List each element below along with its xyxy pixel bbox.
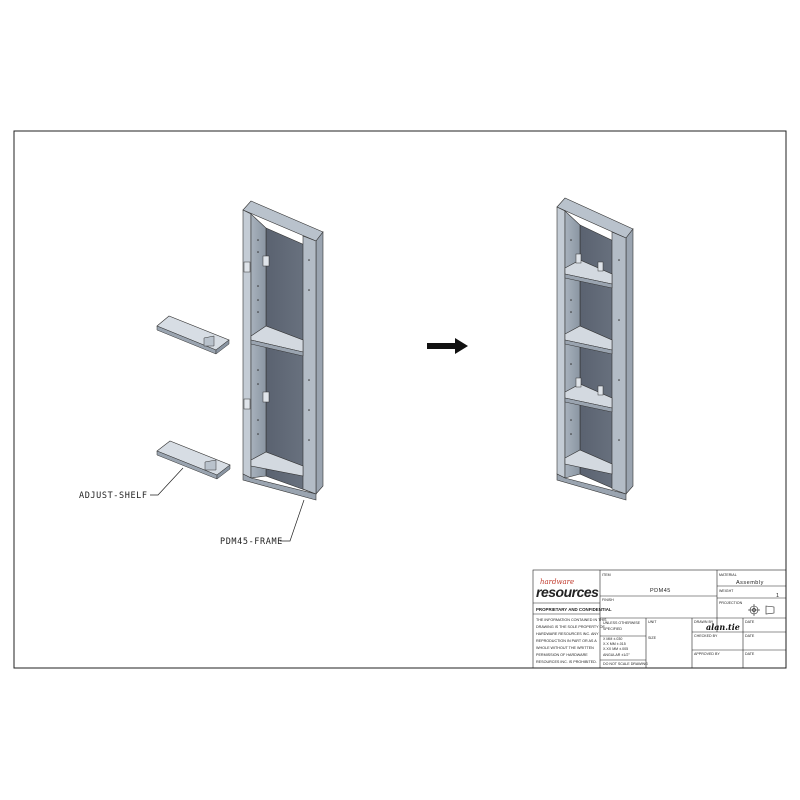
checked-by-label: CHECKED BY <box>694 634 718 638</box>
date-label-3: DATE <box>745 652 755 656</box>
svg-text:ANGULAR ±1/2°: ANGULAR ±1/2° <box>603 653 630 657</box>
date-label-2: DATE <box>745 634 755 638</box>
svg-text:PERMISSION OF HARDWARE: PERMISSION OF HARDWARE <box>536 653 588 657</box>
adjust-shelf-leader <box>150 467 184 496</box>
svg-text:HARDWARE RESOURCES INC. ANY: HARDWARE RESOURCES INC. ANY <box>536 632 599 636</box>
svg-text:REPRODUCTION IN PART OR AS A: REPRODUCTION IN PART OR AS A <box>536 639 597 643</box>
drawn-by-signature: alan.tie <box>706 622 740 632</box>
frame-assembled <box>556 197 634 501</box>
weight-label: WEIGHT <box>719 589 734 593</box>
svg-text:SPECIFIED: SPECIFIED <box>603 627 622 631</box>
frame-exploded <box>242 200 324 501</box>
adjust-shelf-label: ADJUST-SHELF <box>79 491 148 501</box>
adjust-shelf-lower <box>156 440 231 480</box>
svg-text:X.XX MM ±.005: X.XX MM ±.005 <box>603 647 628 651</box>
unit-label: UNIT <box>648 620 657 624</box>
svg-text:DRAWING IS THE SOLE PROPERTY O: DRAWING IS THE SOLE PROPERTY OF <box>536 625 605 629</box>
svg-text:DO NOT SCALE DRAWING: DO NOT SCALE DRAWING <box>603 662 648 666</box>
projection-symbol-icon <box>748 604 775 616</box>
date-label-1: DATE <box>745 620 755 624</box>
material-value: Assembly <box>736 580 764 586</box>
size-label: SIZE <box>648 636 657 640</box>
svg-text:THE INFORMATION CONTAINED IN T: THE INFORMATION CONTAINED IN THIS <box>536 618 607 622</box>
title-block <box>532 569 787 669</box>
logo-text-resources: resources <box>536 584 599 600</box>
projection-label: PROJECTION <box>719 601 743 605</box>
logo-text-hardware: hardware <box>540 578 574 586</box>
finish-label: FINISH <box>602 598 614 602</box>
material-label: MATERIAL <box>719 573 737 577</box>
frame-leader <box>280 499 305 542</box>
item-label: ITEM <box>602 573 611 577</box>
drawn-by-label: DRAWN BY <box>694 620 714 624</box>
assembly-arrow-icon <box>427 338 468 354</box>
svg-text:X MM ±.030: X MM ±.030 <box>603 637 622 641</box>
tolerance-notes: UNLESS OTHERWISE SPECIFIED X MM ±.030 X.… <box>603 621 648 666</box>
svg-text:X.X MM ±.015: X.X MM ±.015 <box>603 642 626 646</box>
proprietary-heading: PROPRIETARY AND CONFIDENTIAL <box>536 607 612 612</box>
confidential-notice: THE INFORMATION CONTAINED IN THIS DRAWIN… <box>536 618 607 664</box>
item-value: PDM45 <box>650 588 671 594</box>
approved-by-label: APPROVED BY <box>694 652 720 656</box>
svg-text:UNLESS OTHERWISE: UNLESS OTHERWISE <box>603 621 641 625</box>
adjust-shelf-upper <box>156 315 230 355</box>
svg-text:WHOLE WITHOUT THE WRITTEN: WHOLE WITHOUT THE WRITTEN <box>536 646 594 650</box>
sheet-border <box>13 130 787 669</box>
weight-value: 1 <box>776 593 780 599</box>
frame-label: PDM45-FRAME <box>220 537 283 547</box>
svg-text:RESOURCES INC. IS PROHIBITED.: RESOURCES INC. IS PROHIBITED. <box>536 660 597 664</box>
